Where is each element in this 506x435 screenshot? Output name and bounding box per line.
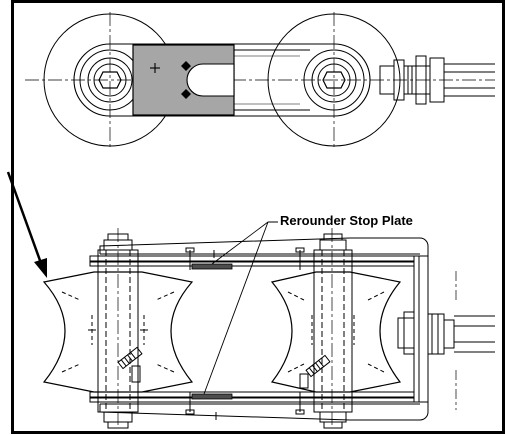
rerounder-stop-plate-side-view [191, 263, 233, 400]
rerounder-stop-plate-top-view [132, 44, 235, 116]
connecting-arm [73, 43, 371, 117]
right-spool [270, 271, 402, 393]
top-view [25, 12, 495, 150]
left-spool [42, 271, 194, 393]
side-view [42, 228, 495, 429]
drawing-frame [11, 0, 505, 434]
rerounder-stop-plate-label: Rerounder Stop Plate [280, 213, 413, 228]
callout-leaders [203, 221, 278, 395]
right-roller-disc [267, 13, 401, 147]
pointer-arrow [6, 171, 47, 278]
